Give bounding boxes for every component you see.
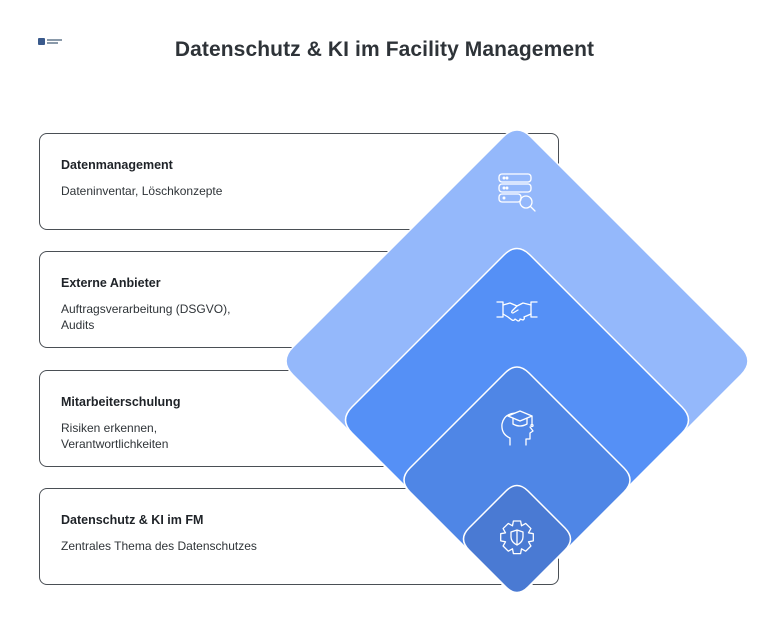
- brand-logo: [38, 37, 64, 45]
- page-title: Datenschutz & KI im Facility Management: [174, 38, 595, 61]
- card-description: Dateninventar, Löschkonzepte: [61, 184, 223, 198]
- gear-shield-icon: [500, 520, 534, 555]
- card-description: Risiken erkennen, Verantwortlichkeiten: [61, 421, 169, 451]
- card-title: Mitarbeiterschulung: [61, 395, 181, 409]
- database-search-icon: [498, 173, 536, 212]
- card-description: Auftragsverarbeitung (DSGVO), Audits: [61, 302, 231, 332]
- card-title: Datenschutz & KI im FM: [61, 513, 204, 527]
- card-title: Datenmanagement: [61, 158, 173, 172]
- graduate-head-icon: [501, 410, 534, 446]
- card-description: Zentrales Thema des Datenschutzes: [61, 539, 257, 553]
- handshake-icon: [496, 301, 538, 322]
- card-title: Externe Anbieter: [61, 276, 161, 290]
